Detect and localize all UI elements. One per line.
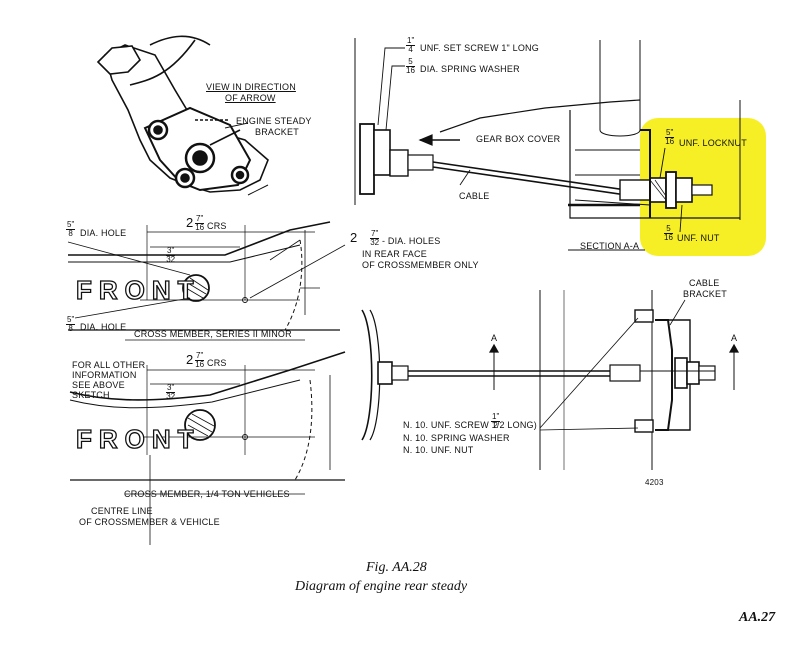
centre-line-1: CENTRE LINE bbox=[91, 506, 153, 516]
holes-note-3: OF CROSSMEMBER ONLY bbox=[362, 260, 479, 270]
dim-small-minor: 3"32 bbox=[166, 246, 176, 264]
figure-number-label: 4203 bbox=[645, 478, 664, 487]
page-number: AA.27 bbox=[739, 610, 776, 625]
front-text-ton: FRONT bbox=[75, 424, 201, 454]
dia-hole-top-label: DIA. HOLE bbox=[80, 228, 127, 238]
cable-label: CABLE bbox=[459, 191, 490, 201]
gear-box-cover-label: GEAR BOX COVER bbox=[476, 134, 561, 144]
figure-number: Fig. AA.28 bbox=[366, 560, 427, 575]
screw-fraction: 1"2 bbox=[491, 412, 501, 430]
holes-fraction: 7"32 bbox=[370, 229, 380, 247]
spring-washer-label: DIA. SPRING WASHER bbox=[420, 64, 520, 74]
locknut-fraction: 5"16 bbox=[665, 128, 675, 146]
locknut-label: UNF. LOCKNUT bbox=[679, 138, 747, 148]
dim-small-ton: 3"32 bbox=[166, 383, 176, 401]
other-info-2: INFORMATION bbox=[72, 370, 137, 380]
section-aa-label: SECTION A-A bbox=[580, 241, 640, 251]
nut-label: N. 10. UNF. NUT bbox=[403, 445, 474, 455]
holes-note-2: IN REAR FACE bbox=[362, 249, 427, 259]
crossmember-ton-caption: CROSS MEMBER, 1/4 TON VEHICLES bbox=[124, 489, 290, 499]
front-text-minor: FRONT bbox=[75, 275, 201, 305]
engine-bracket-label-2: BRACKET bbox=[255, 127, 299, 137]
section-arrow-left-label: A bbox=[491, 333, 498, 343]
view-direction-label-1: VIEW IN DIRECTION bbox=[206, 82, 296, 92]
dia-hole-top-fraction: 5"8 bbox=[66, 220, 76, 238]
screw-label: N. 10. UNF. SCREW 1/2 LONG) bbox=[403, 420, 537, 430]
crs-minor-label: CRS bbox=[207, 221, 227, 231]
cable-bracket-label-1: CABLE bbox=[689, 278, 720, 288]
other-info-1: FOR ALL OTHER bbox=[72, 360, 146, 370]
crs-ton-label: CRS bbox=[207, 358, 227, 368]
unf-nut-label: UNF. NUT bbox=[677, 233, 720, 243]
engine-bracket-label-1: ENGINE STEADY bbox=[236, 116, 312, 126]
crossmember-ton-view bbox=[69, 351, 346, 545]
figure-title: Diagram of engine rear steady bbox=[295, 579, 468, 594]
cable-bracket-label-2: BRACKET bbox=[683, 289, 727, 299]
crossmember-minor-caption: CROSS MEMBER, SERIES II MINOR bbox=[134, 329, 292, 339]
view-direction-label-2: OF ARROW bbox=[225, 93, 276, 103]
other-info-3: SEE ABOVE bbox=[72, 380, 125, 390]
dia-hole-bottom-fraction: 5"8 bbox=[66, 315, 76, 333]
section-aa-view bbox=[354, 38, 741, 251]
washer-label: N. 10. SPRING WASHER bbox=[403, 433, 510, 443]
centre-line-2: OF CROSSMEMBER & VEHICLE bbox=[79, 517, 220, 527]
crossmember-minor-view bbox=[67, 221, 346, 341]
holes-prefix: 2 bbox=[350, 230, 358, 245]
plan-view bbox=[361, 290, 740, 470]
section-arrow-right-label: A bbox=[731, 333, 738, 343]
engine-steady-bracket-view bbox=[96, 35, 269, 196]
crs-minor-fraction: 7"16 bbox=[195, 214, 205, 232]
crs-minor-whole: 2 bbox=[186, 215, 194, 230]
set-screw-fraction: 1"4 bbox=[406, 36, 416, 54]
holes-note-1: - DIA. HOLES bbox=[382, 236, 441, 246]
crs-ton-whole: 2 bbox=[186, 352, 194, 367]
dia-hole-bottom-label: DIA. HOLE bbox=[80, 322, 127, 332]
crs-ton-fraction: 7"16 bbox=[195, 351, 205, 369]
other-info-4: SKETCH bbox=[72, 390, 110, 400]
set-screw-label: UNF. SET SCREW 1" LONG bbox=[420, 43, 539, 53]
